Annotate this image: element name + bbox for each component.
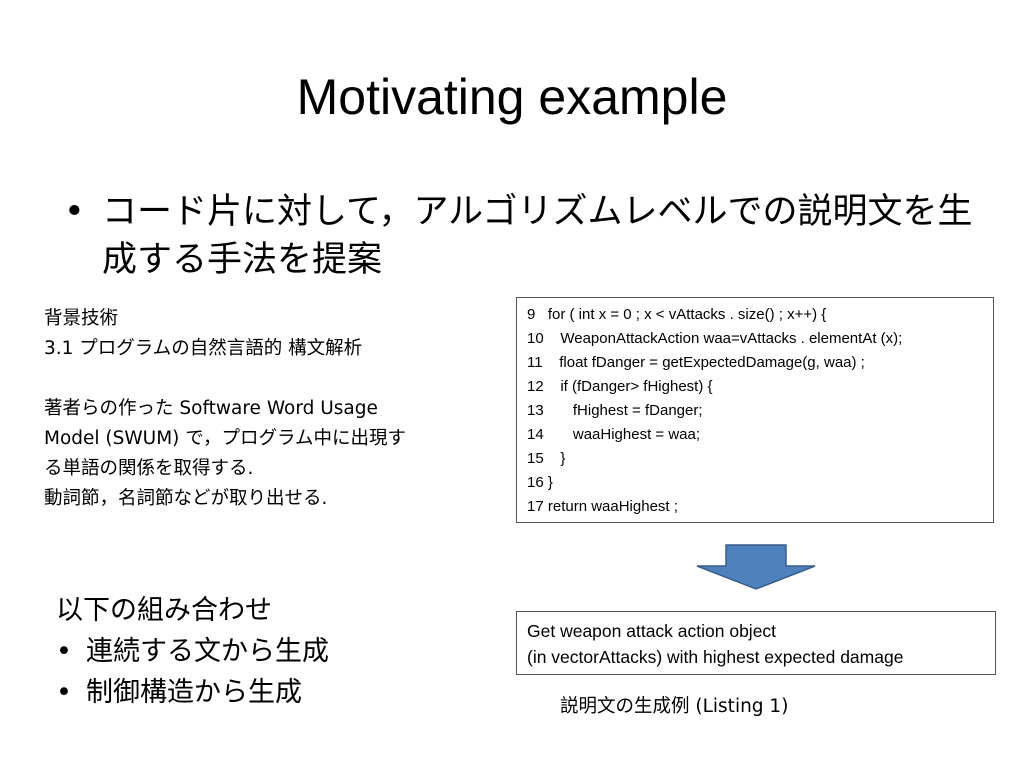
background-reference: 3.1 プログラムの自然言語的 構文解析 xyxy=(44,338,363,359)
list-item: • 連続する文から生成 xyxy=(56,631,476,672)
generated-description: Get weapon attack action object (in vect… xyxy=(516,611,996,675)
list-item-text: 制御構造から生成 xyxy=(86,677,302,708)
down-arrow-icon xyxy=(696,544,816,590)
combination-list: 以下の組み合わせ • 連続する文から生成 • 制御構造から生成 xyxy=(56,590,476,713)
list-item-text: 連続する文から生成 xyxy=(86,636,329,667)
spacer xyxy=(44,364,514,394)
description-line: (in vectorAttacks) with highest expected… xyxy=(527,647,904,667)
code-listing: 9 for ( int x = 0 ; x < vAttacks . size(… xyxy=(516,297,994,523)
code-line: 14 waaHighest = waa; xyxy=(527,426,701,443)
code-line: 17 return waaHighest ; xyxy=(527,498,678,515)
code-line: 15 } xyxy=(527,450,566,467)
listing-caption: 説明文の生成例 (Listing 1) xyxy=(560,696,789,717)
main-bullet: • コード片に対して，アルゴリズムレベルでの説明文を生成する手法を提案 xyxy=(64,188,984,284)
bullet-marker: • xyxy=(64,192,85,232)
code-line: 9 for ( int x = 0 ; x < vAttacks . size(… xyxy=(527,306,827,323)
bullet-marker: • xyxy=(56,636,72,667)
list-item: • 制御構造から生成 xyxy=(56,672,476,713)
code-line: 13 fHighest = fDanger; xyxy=(527,402,703,419)
bullet-marker: • xyxy=(56,677,72,708)
code-line: 11 float fDanger = getExpectedDamage(g, … xyxy=(527,354,865,371)
code-line: 16 } xyxy=(527,474,553,491)
background-line: る単語の関係を取得する. xyxy=(44,458,254,479)
combination-heading: 以下の組み合わせ xyxy=(56,595,272,626)
background-heading: 背景技術 xyxy=(44,308,119,329)
background-technology: 背景技術 3.1 プログラムの自然言語的 構文解析 著者らの作った Softwa… xyxy=(44,304,514,514)
description-line: Get weapon attack action object xyxy=(527,621,777,641)
background-line: 著者らの作った Software Word Usage xyxy=(44,398,378,419)
code-line: 12 if (fDanger> fHighest) { xyxy=(527,378,713,395)
slide-title: Motivating example xyxy=(296,69,728,125)
code-line: 10 WeaponAttackAction waa=vAttacks . ele… xyxy=(527,330,903,347)
down-arrow-shape xyxy=(696,544,816,590)
main-bullet-text: コード片に対して，アルゴリズムレベルでの説明文を生成する手法を提案 xyxy=(102,192,973,280)
background-line: Model (SWUM) で，プログラム中に出現す xyxy=(44,428,406,449)
background-line: 動詞節，名詞節などが取り出せる. xyxy=(44,488,328,509)
